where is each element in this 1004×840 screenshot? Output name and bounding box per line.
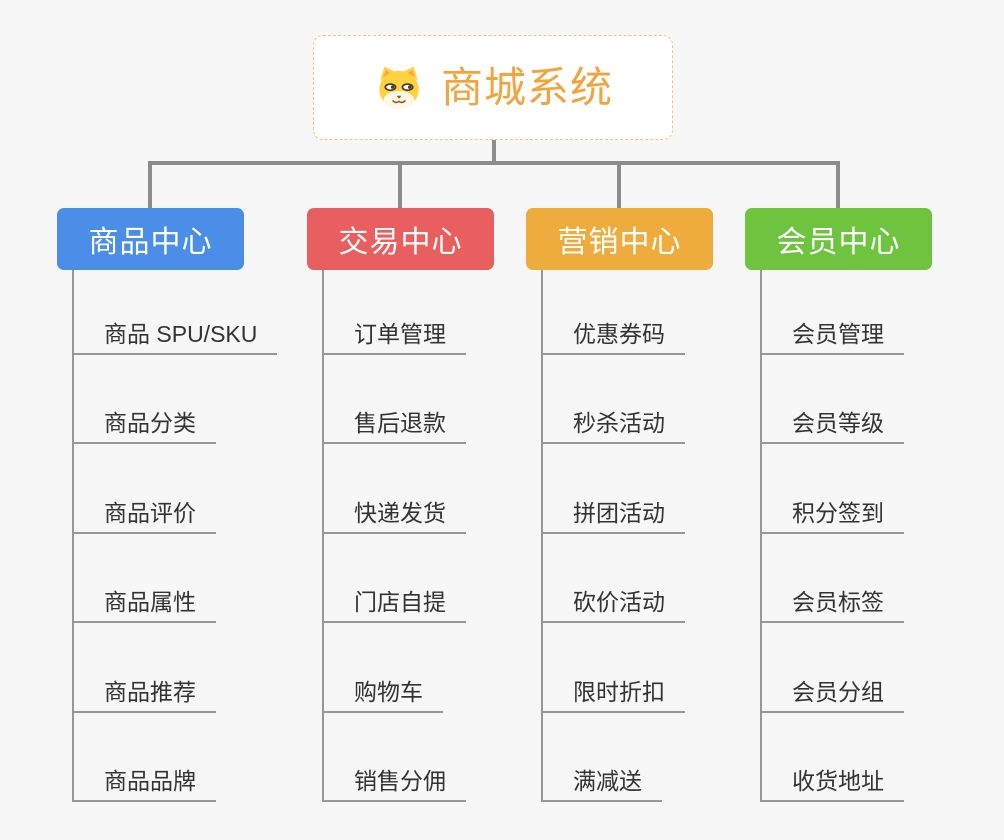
leaf-item[interactable]: 销售分佣 — [324, 766, 466, 802]
leaf-row: 商品评价 — [74, 444, 277, 534]
leaf-row: 商品 SPU/SKU — [74, 265, 278, 355]
leaf-row: 优惠券码 — [543, 265, 685, 355]
leaf-row: 会员标签 — [762, 534, 904, 623]
leaf-item[interactable]: 快递发货 — [324, 498, 466, 534]
leaf-item[interactable]: 商品评价 — [74, 498, 216, 534]
root-node[interactable]: 商城系统 — [313, 35, 673, 140]
root-title: 商城系统 — [440, 63, 613, 111]
leaf-item[interactable]: 满减送 — [543, 766, 662, 802]
leaf-row: 订单管理 — [324, 265, 466, 355]
leaf-row: 砍价活动 — [543, 534, 685, 623]
leaf-item[interactable]: 商品分类 — [74, 408, 216, 444]
leaf-row: 商品分类 — [74, 355, 277, 444]
leaf-row: 满减送 — [543, 713, 685, 802]
branch-column: 优惠券码秒杀活动拼团活动砍价活动限时折扣满减送 — [541, 265, 685, 802]
leaf-row: 商品属性 — [74, 534, 277, 623]
leaf-item[interactable]: 会员分组 — [762, 677, 904, 713]
leaf-item[interactable]: 秒杀活动 — [543, 408, 685, 444]
leaf-item[interactable]: 砍价活动 — [543, 587, 685, 623]
leaf-row: 销售分佣 — [324, 713, 466, 802]
leaf-row: 门店自提 — [324, 534, 466, 623]
branch-column: 商品 SPU/SKU 商品分类商品评价商品属性商品推荐商品品牌 — [72, 265, 278, 802]
leaf-item[interactable]: 优惠券码 — [543, 319, 685, 355]
leaf-row: 收货地址 — [762, 713, 904, 802]
leaf-row: 购物车 — [324, 623, 466, 713]
leaf-row: 商品推荐 — [74, 623, 277, 713]
branch-label: 营销中心 — [557, 226, 682, 259]
leaf-row: 售后退款 — [324, 355, 466, 444]
leaf-item[interactable]: 商品推荐 — [74, 677, 216, 713]
branch-connector — [617, 161, 621, 213]
leaf-row: 会员分组 — [762, 623, 904, 713]
leaf-item[interactable]: 会员等级 — [762, 408, 904, 444]
branch-connector — [148, 161, 152, 213]
dog-icon — [379, 66, 419, 109]
leaf-row: 秒杀活动 — [543, 355, 685, 444]
leaf-item[interactable]: 会员标签 — [762, 587, 904, 623]
branch-node[interactable]: 营销中心 — [526, 208, 713, 270]
branch-connector — [836, 161, 840, 213]
branch-label: 商品中心 — [88, 226, 213, 259]
leaf-item[interactable]: 商品 SPU/SKU — [74, 319, 278, 355]
leaf-row: 拼团活动 — [543, 444, 685, 534]
leaf-item[interactable]: 订单管理 — [324, 319, 466, 355]
root-stem-connector — [492, 138, 496, 165]
leaf-item[interactable]: 积分签到 — [762, 498, 904, 534]
branch-column: 会员管理会员等级积分签到会员标签会员分组收货地址 — [760, 265, 904, 802]
branch-connector — [398, 161, 402, 213]
leaf-row: 积分签到 — [762, 444, 904, 534]
branch-node[interactable]: 交易中心 — [307, 208, 494, 270]
branch-label: 会员中心 — [776, 226, 901, 259]
leaf-item[interactable]: 售后退款 — [324, 408, 466, 444]
leaf-item[interactable]: 会员管理 — [762, 319, 904, 355]
leaf-item[interactable]: 商品属性 — [74, 587, 216, 623]
branch-label: 交易中心 — [338, 226, 463, 259]
leaf-item[interactable]: 拼团活动 — [543, 498, 685, 534]
leaf-item[interactable]: 收货地址 — [762, 766, 904, 802]
leaf-row: 会员管理 — [762, 265, 904, 355]
leaf-item[interactable]: 门店自提 — [324, 587, 466, 623]
leaf-row: 会员等级 — [762, 355, 904, 444]
horizontal-connector — [148, 161, 840, 165]
branch-node[interactable]: 商品中心 — [57, 208, 244, 270]
leaf-item[interactable]: 限时折扣 — [543, 677, 685, 713]
leaf-row: 限时折扣 — [543, 623, 685, 713]
branch-column: 订单管理售后退款快递发货门店自提购物车销售分佣 — [322, 265, 466, 802]
leaf-row: 快递发货 — [324, 444, 466, 534]
leaf-row: 商品品牌 — [74, 713, 277, 802]
branch-node[interactable]: 会员中心 — [745, 208, 932, 270]
leaf-item[interactable]: 商品品牌 — [74, 766, 216, 802]
leaf-item[interactable]: 购物车 — [324, 677, 443, 713]
